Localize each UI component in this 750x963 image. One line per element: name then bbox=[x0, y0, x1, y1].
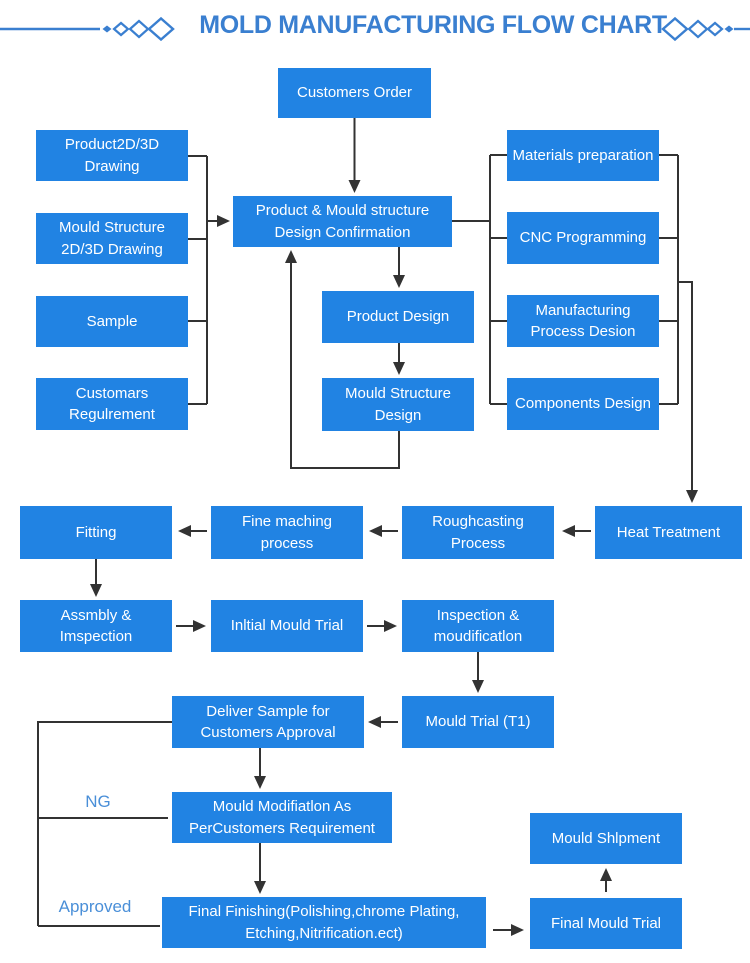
node-cnc-programming: CNC Programming bbox=[507, 212, 659, 264]
node-product-design: Product Design bbox=[322, 291, 474, 343]
node-fine-machining-process: Fine maching process bbox=[211, 506, 363, 559]
header-ornament-right bbox=[661, 16, 750, 42]
node-manufacturing-process-design: Manufacturing Process Desion bbox=[507, 295, 659, 347]
node-initial-mould-trial: Inltial Mould Trial bbox=[211, 600, 363, 652]
diamond-icon bbox=[661, 16, 689, 42]
header-ornament-left bbox=[0, 16, 175, 42]
node-heat-treatment: Heat Treatment bbox=[595, 506, 742, 559]
connector-group bbox=[37, 117, 698, 936]
node-final-mould-trial: Final Mould Trial bbox=[530, 898, 682, 949]
node-deliver-sample: Deliver Sample for Customers Approval bbox=[172, 696, 364, 748]
node-fitting: Fitting bbox=[20, 506, 172, 559]
diamond-icon bbox=[724, 25, 734, 33]
diamond-icon bbox=[706, 21, 724, 37]
node-product-2d3d-drawing: Product2D/3D Drawing bbox=[36, 130, 188, 181]
label-ng: NG bbox=[85, 792, 111, 811]
node-mould-trial-t1: Mould Trial (T1) bbox=[402, 696, 554, 748]
page-title: MOLD MANUFACTURING FLOW CHART bbox=[199, 11, 667, 39]
diamond-icon bbox=[112, 21, 130, 37]
node-assembly-inspection: Assmbly & Imspection bbox=[20, 600, 172, 652]
diamond-icon bbox=[147, 16, 175, 42]
node-customers-order: Customers Order bbox=[278, 68, 431, 118]
node-mould-structure-design: Mould Structure Design bbox=[322, 378, 474, 431]
node-sample: Sample bbox=[36, 296, 188, 347]
diamond-icon bbox=[102, 25, 112, 33]
node-mould-modification: Mould Modifiatlon As PerCustomers Requir… bbox=[172, 792, 392, 843]
node-components-design: Components Design bbox=[507, 378, 659, 430]
node-mould-shipment: Mould Shlpment bbox=[530, 813, 682, 864]
label-approved: Approved bbox=[58, 897, 132, 916]
node-roughcasting-process: Roughcasting Process bbox=[402, 506, 554, 559]
node-design-confirmation: Product & Mould structure Design Confirm… bbox=[233, 196, 452, 247]
node-inspection-modification: Inspection & moudificatlon bbox=[402, 600, 554, 652]
node-final-finishing: Final Finishing(Polishing,chrome Plating… bbox=[162, 897, 486, 948]
node-mould-structure-2d3d-drawing: Mould Structure 2D/3D Drawing bbox=[36, 213, 188, 264]
node-materials-preparation: Materials preparation bbox=[507, 130, 659, 181]
node-customers-requirement: Customars Regulrement bbox=[36, 378, 188, 430]
